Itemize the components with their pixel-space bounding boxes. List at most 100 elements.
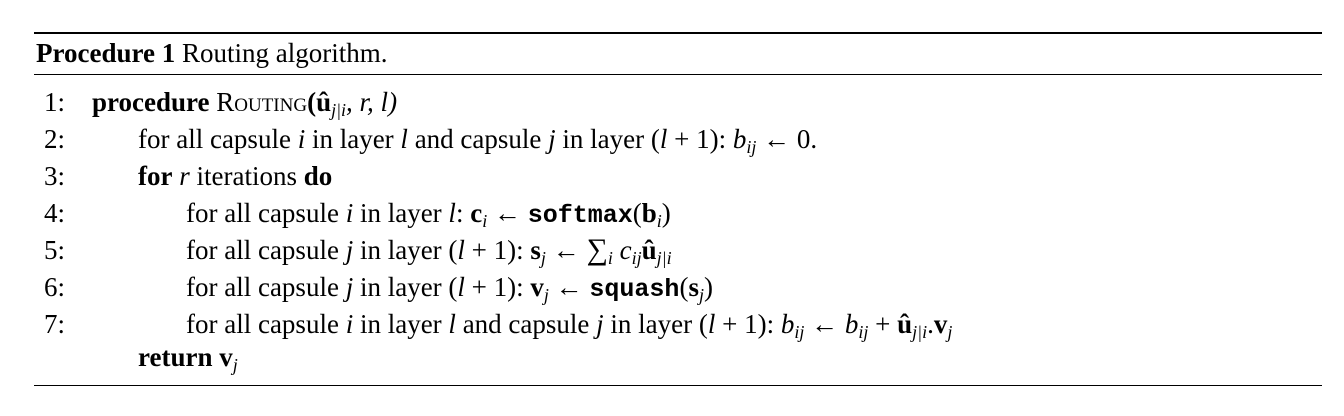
caption-label: Procedure 1 <box>36 38 176 68</box>
line-number: 1: <box>44 87 66 117</box>
text: + 1): <box>464 272 531 302</box>
var: l <box>457 235 465 265</box>
bold-var: v <box>530 272 544 302</box>
line-number: 7: <box>44 309 66 339</box>
subscript: ij <box>746 137 757 157</box>
top-rule <box>34 32 1322 34</box>
subscript: ij <box>858 322 869 342</box>
var: j <box>548 124 556 154</box>
arg-u-hat: (û <box>307 87 332 117</box>
var: j <box>345 235 354 265</box>
caption-rule <box>34 74 1322 75</box>
paren: ) <box>661 198 671 228</box>
bold-var: û <box>641 235 657 265</box>
arg-rest: , r, l) <box>346 87 398 117</box>
subscript: j <box>947 322 953 342</box>
bold-var: û <box>897 309 913 339</box>
var: i <box>345 309 354 339</box>
subscript: j <box>698 285 704 305</box>
keyword-return: return <box>138 342 213 372</box>
text: in layer <box>353 198 449 228</box>
procedure-name: Routing <box>216 87 308 117</box>
paren: ( <box>632 198 642 228</box>
caption-title: Routing algorithm. <box>181 38 388 68</box>
text: iterations <box>189 161 304 191</box>
var: l <box>448 309 456 339</box>
var: l <box>659 124 668 154</box>
subscript: j|i <box>912 322 928 342</box>
bold-var: s <box>530 235 541 265</box>
keyword-for: for <box>138 161 173 191</box>
text: in layer ( <box>353 235 458 265</box>
subscript: j <box>543 285 549 305</box>
var: r <box>172 161 190 191</box>
text: and capsule <box>407 124 549 154</box>
line-content: for all capsule i in layer l: ci ← softm… <box>186 195 671 234</box>
line-content: for all capsule j in layer (l + 1): sj ←… <box>186 232 672 268</box>
var: b <box>844 309 859 339</box>
var: j <box>596 309 604 339</box>
var: l <box>448 198 456 228</box>
subscript: j|i <box>331 100 347 120</box>
plus: + <box>868 309 898 339</box>
bold-var: c <box>470 198 483 228</box>
arrow: ← <box>545 235 587 265</box>
bold-var: v <box>933 309 948 339</box>
subscript: j|i <box>656 248 672 268</box>
text: in layer <box>353 309 449 339</box>
function-softmax: softmax <box>527 201 633 230</box>
text: in layer ( <box>353 272 458 302</box>
function-squash: squash <box>589 275 680 304</box>
arrow: ← <box>487 198 528 228</box>
text: for all capsule <box>138 124 298 154</box>
subscript: ij <box>794 322 805 342</box>
line-content: for r iterations do <box>138 158 332 194</box>
paren: ) <box>703 272 713 302</box>
text: + 1): <box>667 124 733 154</box>
text: for all capsule <box>186 272 346 302</box>
text: in layer ( <box>603 309 708 339</box>
bottom-rule <box>34 385 1322 386</box>
line-content: return vj <box>138 339 238 375</box>
paren: ( <box>679 272 689 302</box>
bold-var: v <box>219 342 233 372</box>
var: l <box>707 309 716 339</box>
dot: . <box>927 309 934 339</box>
subscript: i <box>482 211 488 231</box>
text: for all capsule <box>186 309 346 339</box>
bold-var: s <box>688 272 699 302</box>
line-number: 2: <box>44 124 66 154</box>
line-content: for all capsule i in layer l and capsule… <box>186 306 952 342</box>
subscript: i <box>656 211 662 231</box>
bold-var: b <box>641 198 657 228</box>
subscript: j <box>540 248 546 268</box>
line-number: 4: <box>44 198 66 228</box>
text: for all capsule <box>186 198 346 228</box>
text: in layer ( <box>555 124 660 154</box>
line-content: for all capsule j in layer (l + 1): vj ←… <box>186 269 713 308</box>
text: for all capsule <box>186 235 346 265</box>
var: i <box>345 198 354 228</box>
text: in layer <box>305 124 401 154</box>
subscript: ij <box>631 248 642 268</box>
text: + 1): <box>715 309 781 339</box>
var: b <box>732 124 747 154</box>
var: i <box>297 124 306 154</box>
subscript: j <box>232 355 238 375</box>
text: and capsule <box>455 309 597 339</box>
var: l <box>400 124 408 154</box>
line-number: 6: <box>44 272 66 302</box>
var: j <box>345 272 354 302</box>
keyword-do: do <box>303 161 333 191</box>
text: + 1): <box>464 235 531 265</box>
var: b <box>780 309 795 339</box>
arrow: ← <box>548 272 590 302</box>
line-number: 3: <box>44 161 66 191</box>
var: l <box>457 272 465 302</box>
procedure-caption: Procedure 1 Routing algorithm. <box>36 37 387 69</box>
line-content: procedure Routing(ûj|i, r, l) <box>92 84 397 120</box>
keyword-procedure: procedure <box>92 87 210 117</box>
var: c <box>612 235 632 265</box>
line-number: 5: <box>44 235 66 265</box>
arrow: ← <box>804 309 845 339</box>
